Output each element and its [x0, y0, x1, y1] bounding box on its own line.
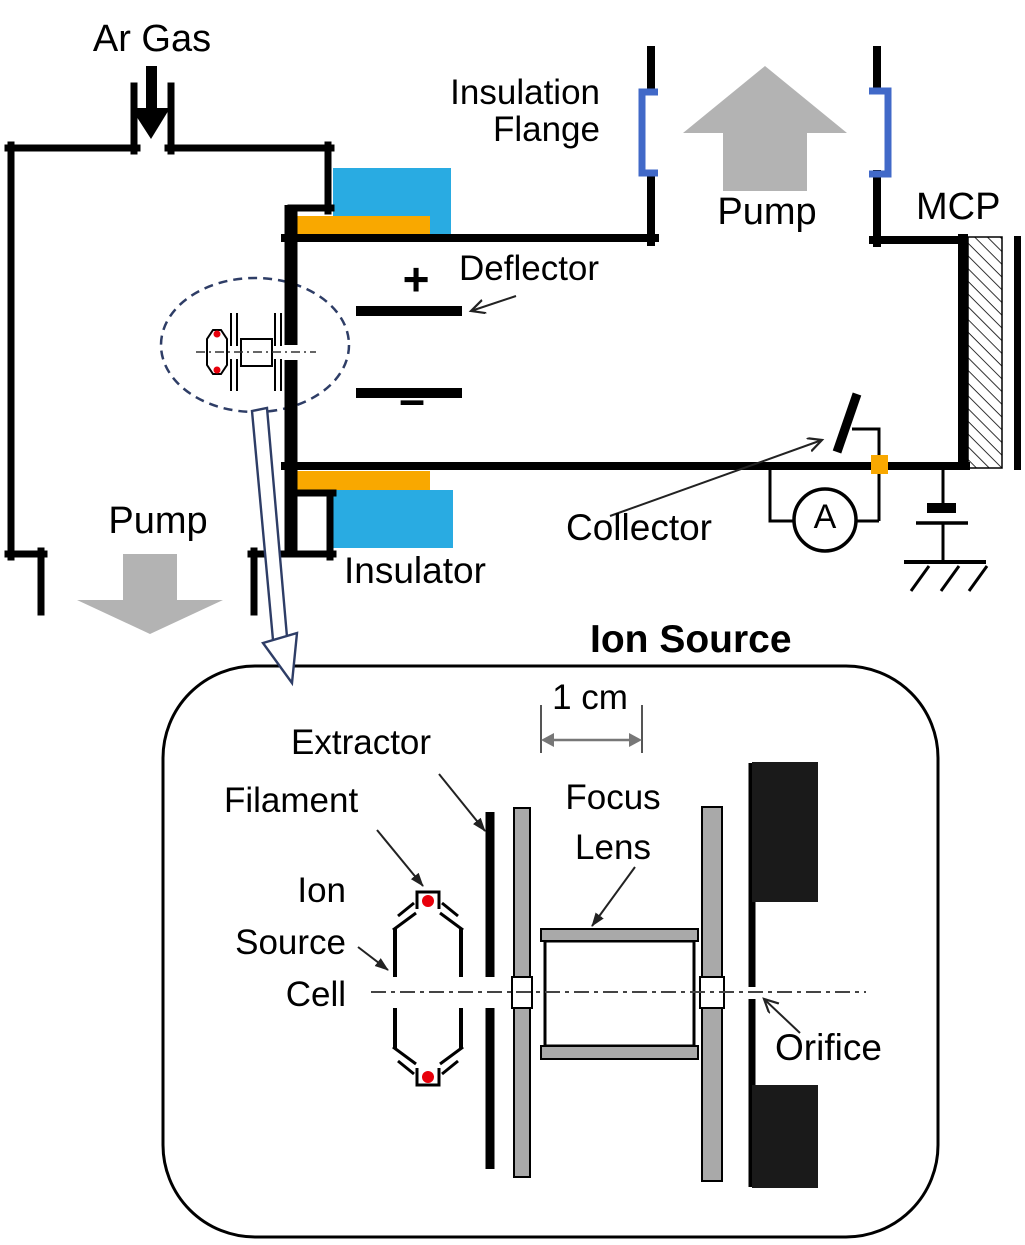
lens-label: Lens: [575, 828, 651, 867]
insulator-bottom: [330, 490, 453, 548]
orifice-plate: [748, 762, 818, 1188]
standoff-top: [285, 216, 430, 235]
deflector-plate-negative: [356, 388, 462, 398]
label-arrows: [357, 295, 822, 1034]
filament-arrow: [376, 829, 424, 887]
orifice-block-top: [752, 762, 818, 902]
lens-cylinder-bottom: [540, 1045, 699, 1060]
deflector-arrow: [471, 295, 517, 311]
orifice-arrow: [764, 999, 801, 1034]
orifice-block-bottom: [752, 1085, 818, 1188]
mcp-front-plate: [958, 234, 968, 470]
flange-left: [638, 88, 658, 177]
ground-symbol: [904, 470, 989, 592]
minus-sign: –: [399, 373, 425, 425]
collector-wire: [852, 427, 881, 521]
filament-label: Filament: [224, 781, 359, 820]
insulation-flanges: [638, 87, 892, 178]
mcp-anode: [1014, 236, 1021, 470]
orifice-label: Orifice: [775, 1027, 882, 1068]
ammeter-wire-left: [768, 462, 794, 523]
inset-border: [161, 664, 940, 1239]
ammeter-circle: [792, 487, 858, 553]
insulator-label: Insulator: [344, 550, 486, 591]
source-chamber-walls: [4, 82, 337, 616]
cell-label-ion: Ion: [297, 871, 346, 910]
flange-label: Flange: [492, 110, 600, 149]
collector-plate: [832, 392, 862, 454]
mini-filament-dot: [213, 330, 221, 338]
scale-bar: [540, 705, 643, 753]
pump-arrow-down: [77, 554, 223, 634]
lens-cylinder: [543, 939, 696, 1048]
mini-filament-dot: [213, 366, 221, 374]
pump-top-label: Pump: [717, 191, 817, 233]
ion-source-cell: [392, 890, 464, 1087]
mcp-label: MCP: [916, 186, 1001, 228]
insulation-label: Insulation: [450, 73, 600, 112]
mini-ion-source: [196, 313, 316, 391]
mcp-detector: [958, 234, 1021, 470]
ar-gas-arrow: [131, 66, 170, 139]
deflector-label: Deflector: [459, 249, 600, 288]
flange-right: [869, 87, 892, 178]
collector-label: Collector: [566, 507, 712, 548]
filament-dot-bottom: [422, 1071, 434, 1083]
scale-label: 1 cm: [552, 678, 628, 717]
plus-sign: +: [402, 253, 430, 305]
deflector-plate-positive: [356, 306, 462, 316]
cell-label-cell: Cell: [285, 975, 346, 1014]
ar-gas-label: Ar Gas: [92, 18, 212, 60]
cell-arrow: [357, 946, 389, 971]
focus-label: Focus: [565, 778, 661, 817]
extractor-label: Extractor: [291, 723, 432, 762]
feedthrough: [871, 455, 888, 474]
cell-label-source: Source: [235, 923, 346, 962]
ion-source-title: Ion Source: [580, 619, 802, 661]
pump-bottom-label: Pump: [108, 500, 208, 542]
collector-arrow: [609, 440, 822, 517]
ammeter-label: A: [813, 498, 837, 536]
filament-dot-top: [422, 895, 434, 907]
extractor-arrow: [438, 773, 486, 832]
focus-lens-arrow: [591, 866, 636, 927]
mcp-body: [967, 236, 1003, 469]
beam-tube-walls: [281, 46, 970, 470]
lens-cylinder-top: [540, 928, 699, 942]
pump-arrow-up: [683, 66, 847, 191]
source-callout-ellipse: [159, 276, 351, 414]
zoom-callout-arrow: [250, 406, 299, 687]
collector-circuit: [768, 392, 888, 553]
insulator-blocks: [285, 168, 453, 548]
standoff-bottom: [285, 471, 430, 490]
